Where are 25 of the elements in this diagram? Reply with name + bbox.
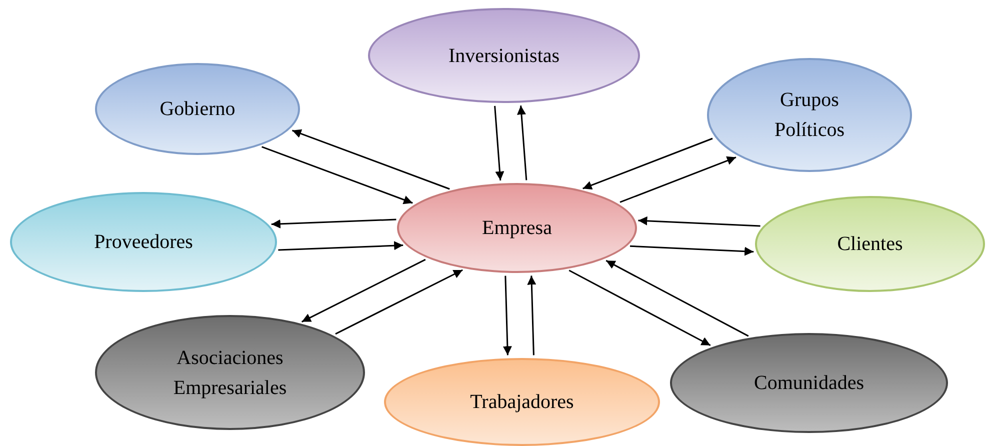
node-label: Grupos Políticos xyxy=(773,88,846,143)
node-label: Gobierno xyxy=(160,97,236,122)
node-label: Asociaciones Empresariales xyxy=(172,346,288,400)
node-label: Comunidades xyxy=(754,371,864,396)
arrow xyxy=(630,245,754,256)
node-label: Trabajadores xyxy=(470,390,574,415)
arrow xyxy=(335,269,463,335)
arrow xyxy=(568,270,711,346)
arrow xyxy=(301,258,426,322)
arrow xyxy=(516,106,528,180)
node-label: Clientes xyxy=(837,232,903,257)
arrow xyxy=(278,241,404,251)
node-label: Empresa xyxy=(482,216,552,241)
arrow xyxy=(494,106,504,180)
arrow xyxy=(527,276,536,356)
arrow xyxy=(620,156,736,203)
arrow xyxy=(292,129,450,190)
arrow xyxy=(502,276,512,356)
node-label: Inversionistas xyxy=(448,44,560,68)
arrow xyxy=(606,260,749,337)
arrow xyxy=(582,138,713,190)
node-label: Proveedores xyxy=(94,230,193,255)
arrow xyxy=(638,216,760,227)
arrow xyxy=(262,146,413,204)
arrow xyxy=(271,218,396,228)
